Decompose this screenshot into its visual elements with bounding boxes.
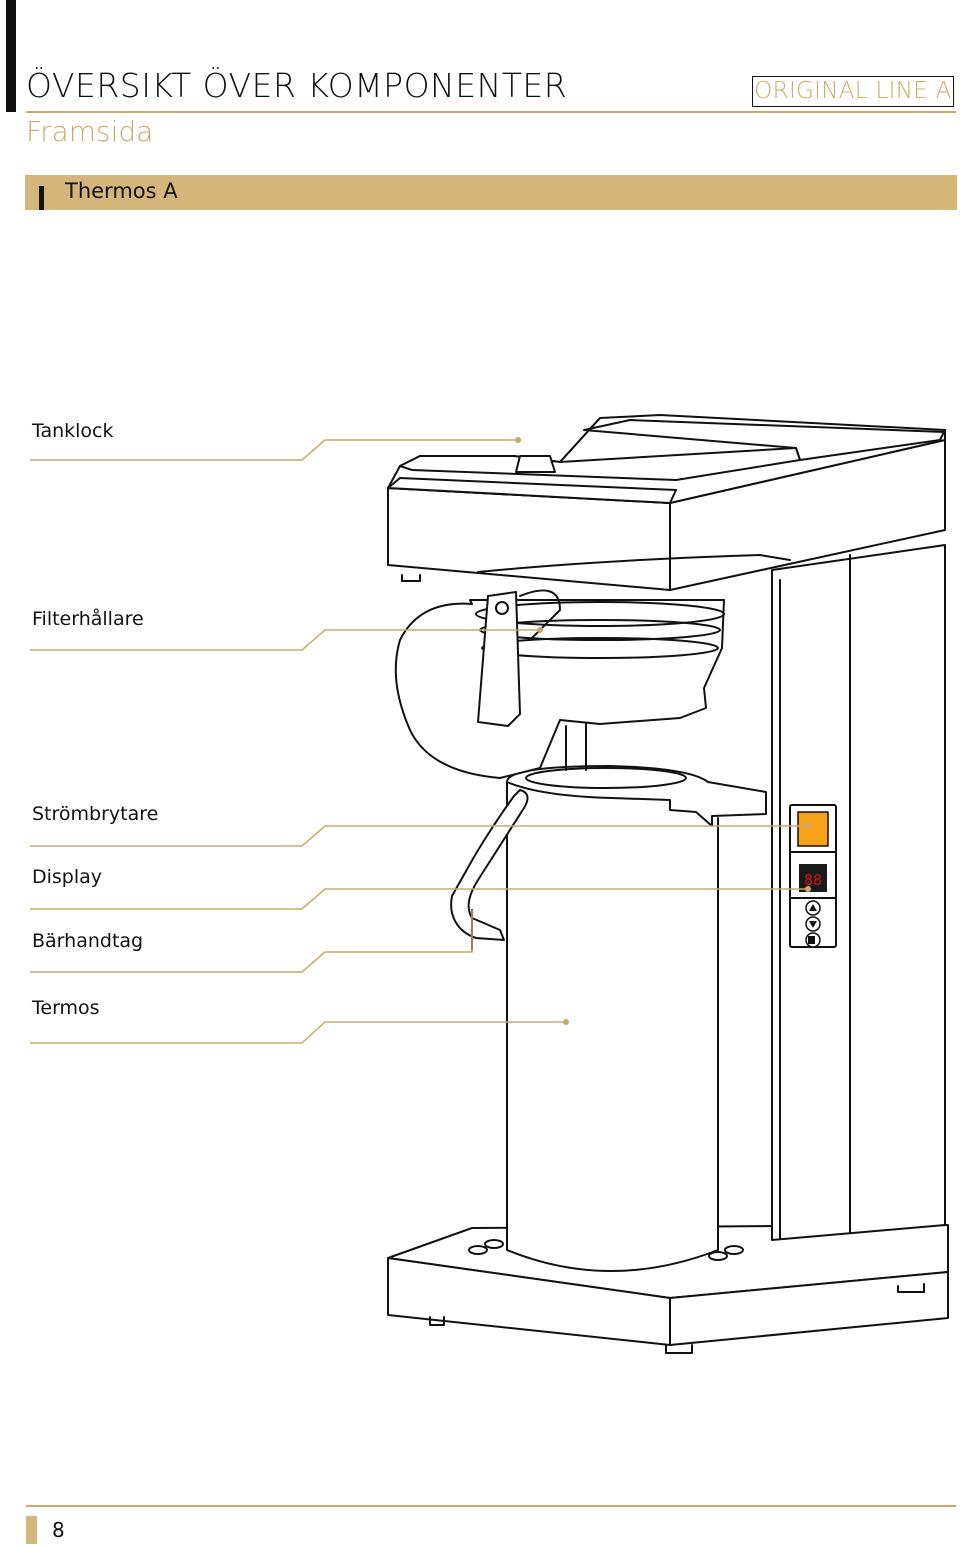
callout-dot-termos (563, 1019, 569, 1025)
callout-dot-filterhallare (537, 627, 543, 633)
section-header: Thermos A (25, 175, 957, 210)
leader-line-filterhallare (30, 629, 540, 651)
callout-dot-tanklock (515, 437, 521, 443)
callout-dot-strombrytare (805, 823, 811, 829)
page-number-marker (26, 1516, 37, 1544)
callout-label-display: Display (32, 866, 103, 888)
page-number: 8 (52, 1518, 65, 1542)
model-name: ORIGINAL LINE A (754, 78, 952, 104)
leader-line-strombrytare (30, 825, 808, 847)
tank-lid (387, 414, 946, 504)
down-arrow-icon (809, 921, 817, 928)
section-marker (39, 186, 44, 210)
filter-holder (394, 589, 725, 779)
up-arrow-icon (809, 904, 817, 911)
callout-label-strombrytare: Strömbrytare (32, 803, 159, 825)
page-title: ÖVERSIKT ÖVER KOMPONENTER (26, 66, 568, 105)
section-title: Thermos A (65, 179, 178, 203)
thermos (450, 765, 767, 1272)
callout-dot-display (805, 886, 811, 892)
title-divider (26, 111, 956, 113)
display-digits: 88 (804, 871, 822, 889)
callout-label-filterhallare: Filterhållare (32, 608, 144, 630)
leader-line-termos (30, 1021, 566, 1044)
start-icon (808, 936, 815, 944)
machine-column (771, 544, 946, 1241)
callout-label-termos: Termos (32, 997, 100, 1019)
callout-label-tanklock: Tanklock (32, 420, 114, 442)
page-subtitle: Framsida (26, 115, 154, 148)
leader-line-display (30, 888, 808, 910)
page-edge-bar (6, 0, 16, 112)
callout-label-barhandtag: Bärhandtag (32, 930, 144, 952)
leader-line-barhandtag (30, 910, 473, 973)
leader-line-tanklock (30, 439, 518, 461)
footer-divider (26, 1505, 956, 1507)
power-switch[interactable] (797, 811, 829, 847)
display-screen (799, 864, 827, 892)
model-badge: ORIGINAL LINE A (752, 76, 954, 107)
